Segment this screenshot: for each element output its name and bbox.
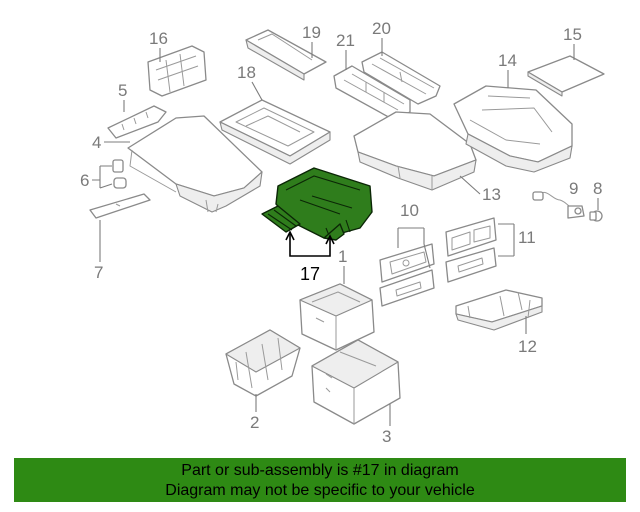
callout-18: 18 bbox=[237, 63, 256, 82]
callout-15: 15 bbox=[563, 25, 582, 44]
callout-12: 12 bbox=[518, 337, 537, 356]
callout-13: 13 bbox=[482, 185, 501, 204]
callout-14: 14 bbox=[498, 51, 517, 70]
part-9-lamp-harness[interactable] bbox=[532, 191, 585, 219]
exploded-parts-diagram: 16 5 4 6 7 bbox=[80, 19, 605, 446]
callout-4: 4 bbox=[92, 133, 101, 152]
callout-8: 8 bbox=[593, 179, 602, 198]
part-13-console-lid[interactable] bbox=[353, 111, 477, 191]
info-banner-line2: Diagram may not be specific to your vehi… bbox=[165, 482, 475, 499]
part-7-trim-strip[interactable] bbox=[89, 193, 151, 219]
callout-16: 16 bbox=[149, 29, 168, 48]
part-17-console-box-highlighted[interactable] bbox=[261, 167, 373, 241]
callout-19: 19 bbox=[302, 23, 321, 42]
callout-1: 1 bbox=[338, 247, 347, 266]
leader-10 bbox=[397, 227, 431, 269]
part-12-bracket-tray[interactable] bbox=[455, 289, 543, 331]
leader-6 bbox=[92, 165, 113, 189]
part-19-upper-tray[interactable] bbox=[245, 29, 327, 81]
part-18-tray[interactable] bbox=[219, 99, 331, 165]
callout-9: 9 bbox=[569, 179, 578, 198]
part-14-console-top[interactable] bbox=[453, 85, 573, 173]
part-5-hinge[interactable] bbox=[107, 105, 167, 139]
callout-21: 21 bbox=[336, 31, 355, 50]
part-2-cup-holder[interactable] bbox=[225, 329, 301, 397]
leader-11 bbox=[498, 223, 515, 257]
part-6-clip[interactable] bbox=[112, 159, 127, 189]
leader-18 bbox=[251, 81, 263, 101]
callout-3: 3 bbox=[382, 427, 391, 446]
callout-10: 10 bbox=[400, 201, 419, 220]
part-15-cover-pad[interactable] bbox=[527, 55, 605, 97]
part-10-switch-panels[interactable] bbox=[379, 243, 435, 307]
leader-17 bbox=[289, 234, 331, 257]
callout-5: 5 bbox=[118, 81, 127, 100]
part-8-bulb[interactable] bbox=[589, 210, 603, 222]
info-banner: Part or sub-assembly is #17 in diagram D… bbox=[14, 458, 626, 502]
callout-20: 20 bbox=[372, 19, 391, 38]
info-banner-line1: Part or sub-assembly is #17 in diagram bbox=[181, 462, 459, 479]
callout-7: 7 bbox=[94, 263, 103, 282]
part-1-storage-box[interactable] bbox=[299, 283, 375, 351]
leader-17-arrows bbox=[285, 230, 335, 245]
part-4-armrest-lid[interactable] bbox=[127, 115, 263, 213]
callout-6: 6 bbox=[80, 171, 89, 190]
part-16-bracket[interactable] bbox=[147, 45, 207, 97]
callout-11: 11 bbox=[518, 228, 536, 247]
part-21-hinge-frame[interactable] bbox=[333, 65, 411, 121]
leader-13 bbox=[459, 175, 481, 195]
callout-17: 17 bbox=[300, 264, 320, 284]
callout-2: 2 bbox=[250, 413, 259, 432]
part-11-switch-panels[interactable] bbox=[445, 217, 497, 283]
part-3-lower-box[interactable] bbox=[311, 339, 401, 425]
